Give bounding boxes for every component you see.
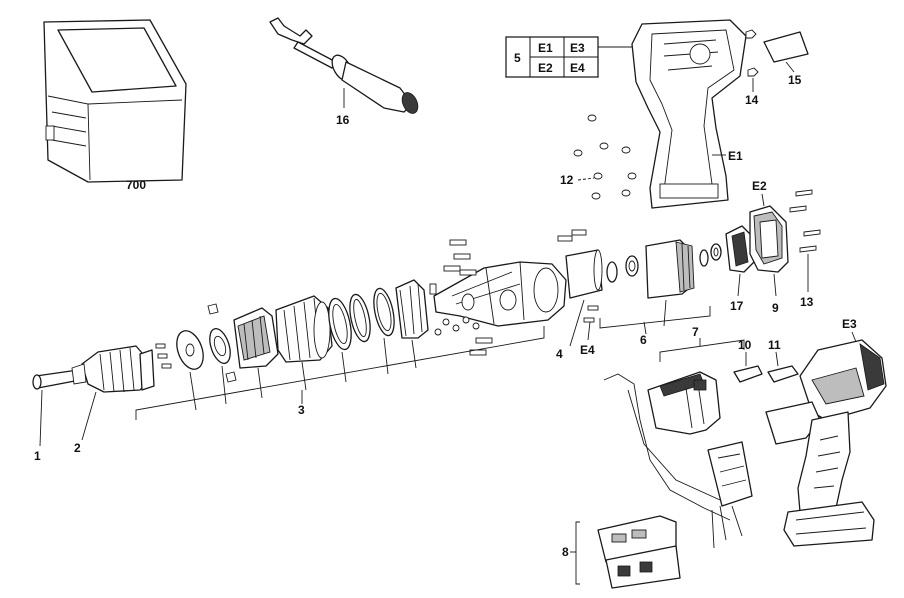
label-plate-15	[763, 31, 809, 63]
table-part-number: 5	[514, 51, 521, 65]
keyless-chuck-2	[71, 345, 155, 393]
switch-assembly-7	[603, 371, 753, 549]
callout-700: 700	[126, 178, 146, 192]
callout-1: 1	[34, 449, 41, 463]
callout-e2: E2	[752, 179, 767, 193]
table-cell-e1: E1	[538, 41, 553, 55]
callout-11: 11	[768, 338, 781, 352]
callout-4: 4	[556, 347, 563, 361]
assembled-drill-e3	[765, 339, 887, 547]
housing-table: 5 E1 E3 E2 E4	[505, 36, 599, 78]
callout-12: 12	[560, 173, 574, 187]
callout-16: 16	[336, 113, 350, 127]
callout-8: 8	[562, 545, 569, 559]
spacer-4	[557, 229, 603, 299]
pins-near-chuck	[155, 343, 172, 369]
switch-part-10	[733, 365, 763, 383]
callout-e4: E4	[580, 343, 595, 357]
table-cell-e3: E3	[570, 41, 585, 55]
motor-6	[606, 239, 722, 299]
side-handle	[269, 17, 419, 114]
housing-half-e1	[631, 19, 747, 209]
gearbox-assembly	[176, 239, 567, 383]
nut-14	[745, 29, 759, 77]
callout-13: 13	[800, 295, 814, 309]
callout-e1: E1	[728, 149, 743, 163]
callout-14: 14	[745, 93, 759, 107]
table-cell-e2: E2	[538, 61, 553, 75]
screws-12	[573, 114, 637, 200]
switch-part-11	[767, 365, 799, 383]
callout-9: 9	[772, 301, 779, 315]
callout-3: 3	[298, 403, 305, 417]
table-cell-e4: E4	[570, 61, 585, 75]
callout-10: 10	[738, 338, 752, 352]
rear-cover-e2	[749, 205, 789, 273]
motor-end-board-17	[725, 225, 755, 273]
callout-6: 6	[640, 333, 647, 347]
screws-13	[789, 189, 821, 253]
callout-15: 15	[788, 73, 802, 87]
carry-case	[43, 19, 187, 183]
callout-e3: E3	[842, 317, 857, 331]
e4-pins	[583, 305, 599, 323]
battery-terminal-8	[597, 515, 681, 589]
callout-7: 7	[692, 325, 699, 339]
callout-2: 2	[74, 441, 81, 455]
callout-17: 17	[730, 299, 744, 313]
